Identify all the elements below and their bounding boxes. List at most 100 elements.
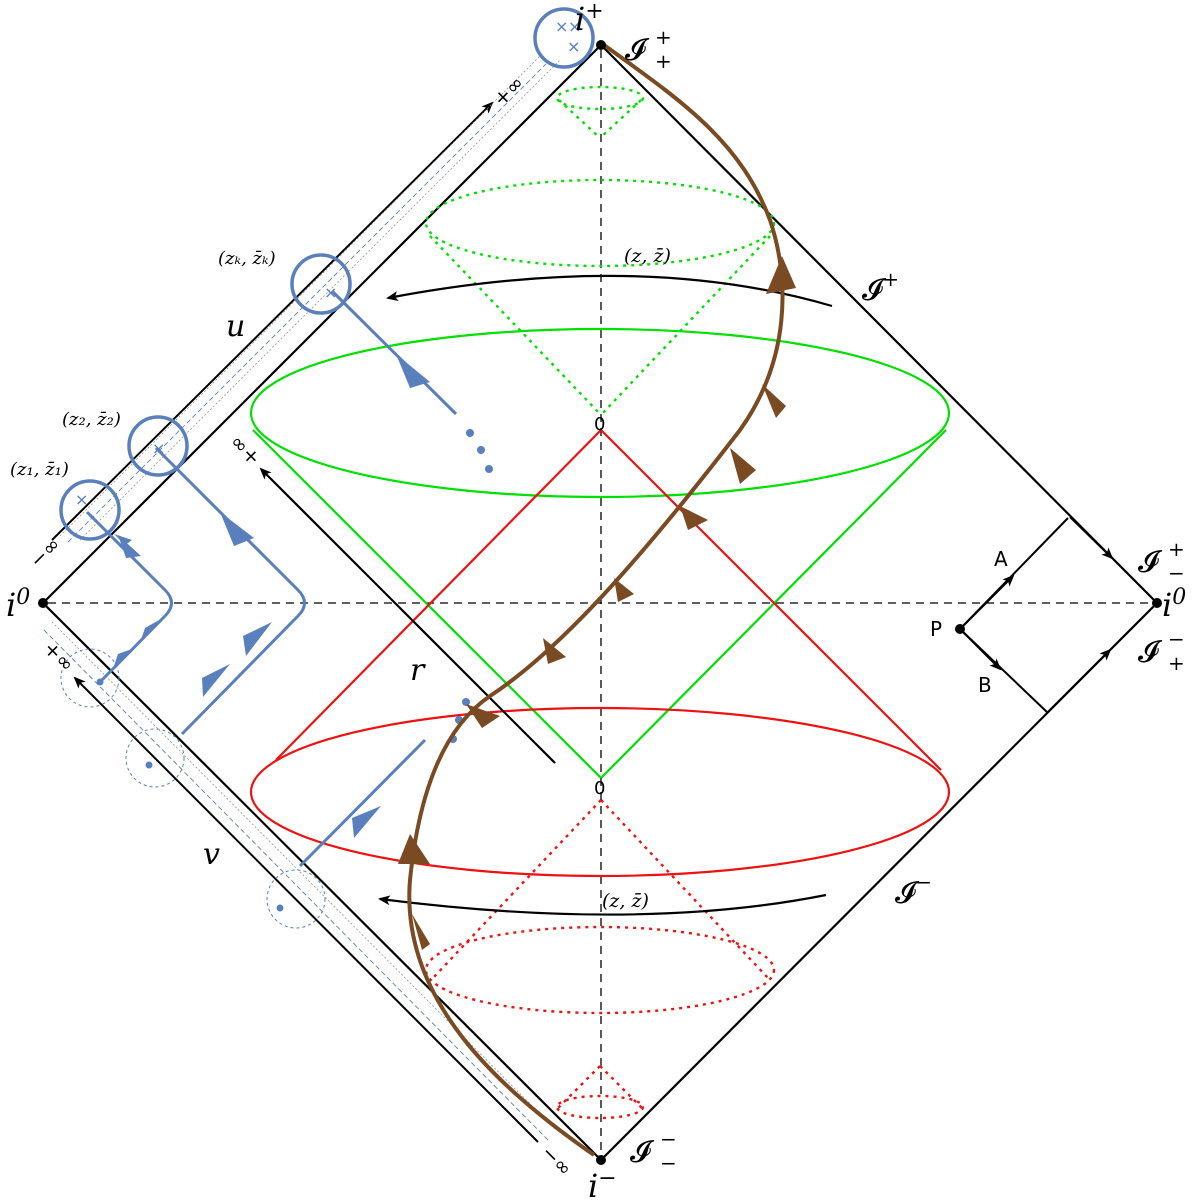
outgoing-crosses: × × × × × × [75, 17, 581, 509]
v-axis-arrow [43, 621, 557, 1143]
label-v: v [203, 837, 220, 872]
past-dotted-left [432, 799, 602, 979]
scri-plus-minus-arrow [1069, 516, 1114, 560]
svg-text:×: × [567, 37, 580, 56]
dot-k-1 [466, 429, 474, 437]
future-cone-dotted [424, 85, 776, 416]
past-light-cone [249, 429, 951, 1120]
label-plus-inf-top: +∞ [488, 71, 529, 112]
label-P: P [930, 617, 942, 641]
circle-in-1 [60, 648, 120, 708]
u-axis-arrow [51, 55, 561, 543]
label-plus-inf-left: +∞ [39, 636, 80, 677]
i0-right-dot [1152, 598, 1162, 608]
future-cone-left-edge [252, 429, 602, 779]
past-dotted-ellipse-small [555, 1094, 645, 1120]
future-cone-ellipse [249, 327, 951, 499]
label-z-zbar-top: (z, z̄) [624, 245, 671, 267]
worldline-path [407, 43, 785, 1157]
future-dotted-left [429, 235, 602, 416]
label-i0-right: i0 [1162, 585, 1186, 624]
label-z2: (z₂, z̄₂) [62, 409, 121, 430]
point-P-dot [955, 624, 965, 634]
scri-plus-boundary [600, 44, 1158, 604]
label-scri-plus: 𝓘+ [862, 267, 899, 308]
particle-k-path [330, 289, 458, 416]
past-dotted-small-right [599, 1065, 643, 1109]
past-cone-left-edge [275, 429, 602, 761]
angular-arrows [378, 274, 833, 916]
worldline [407, 43, 785, 1157]
v-guide-2 [51, 621, 557, 1131]
p2-arrow-c [202, 664, 230, 697]
circle-z2 [127, 415, 189, 477]
u-guide-1 [67, 63, 547, 543]
scri-minus-left-boundary [42, 602, 602, 1161]
pk-arrow [396, 354, 430, 388]
label-scri-minus: 𝓘− [895, 870, 932, 911]
v-arrow-line [73, 676, 539, 1143]
future-dotted-right [600, 235, 771, 416]
label-i0-left: i0 [6, 585, 30, 624]
u-guide-2 [59, 55, 541, 537]
particle-2-path [154, 446, 306, 736]
incoming-circles [60, 648, 326, 929]
radial-arrow [259, 467, 556, 764]
svg-text:×: × [75, 490, 88, 509]
label-z-zbar-bottom: (z, z̄) [602, 890, 649, 912]
particle-trajectories [85, 289, 458, 868]
worldline-arrowheads [398, 256, 796, 950]
scri-plus-left-boundary [42, 44, 602, 604]
circle-z1 [59, 479, 121, 541]
svg-text:×: × [555, 17, 568, 36]
dot-p1 [96, 678, 104, 686]
future-light-cone [249, 85, 951, 779]
label-i-minus: i− [588, 1166, 617, 1203]
future-dotted-ellipse-small [555, 85, 645, 111]
incoming-arrow [352, 806, 381, 838]
svg-text:×: × [152, 439, 165, 458]
corner-points [38, 40, 1162, 1165]
arrow-to-B [959, 628, 1002, 671]
u-arrow-line [51, 101, 494, 541]
p1-arrow-a [114, 534, 132, 545]
outgoing-circles [59, 7, 595, 541]
future-dotted-small-right [599, 99, 642, 139]
label-scri-minus-plus: 𝓘−+ [1138, 627, 1185, 675]
scri-minus-plus-arrow [1047, 648, 1112, 713]
p2-arrow-a [220, 512, 254, 546]
label-scri-minus-minus: 𝓘−− [630, 1127, 677, 1175]
angular-arrow-bottom [378, 893, 827, 916]
label-i-plus: i+ [575, 0, 604, 38]
circle-zk [290, 253, 352, 315]
past-cone-ellipse [249, 706, 951, 878]
label-B: B [978, 673, 992, 697]
angular-arrow-top [386, 274, 833, 308]
i-minus-dot [596, 1155, 606, 1165]
particle-1-path [85, 510, 173, 684]
p1-arrow-b [118, 535, 141, 558]
past-dotted-small-left [557, 1065, 601, 1109]
label-scri-plus-plus: 𝓘++ [625, 25, 672, 73]
circle-in-2 [125, 728, 185, 788]
particle-arrowheads [114, 354, 430, 838]
circle-in-3 [266, 869, 326, 929]
p1-arrow-d [114, 649, 132, 666]
axes [48, 50, 1152, 1155]
past-dotted-right [600, 799, 769, 979]
label-z1: (z₁, z̄₁) [10, 459, 69, 480]
circle-top [533, 7, 595, 69]
label-u: u [226, 309, 245, 344]
label-scri-plus-minus: 𝓘+− [1138, 537, 1185, 585]
dot-in-1 [462, 698, 470, 706]
svg-text:×: × [568, 17, 581, 36]
label-zero-bottom: 0 [594, 778, 605, 799]
label-zero-top: 0 [594, 414, 605, 435]
right-construction [959, 516, 1114, 714]
label-minus-inf-left: −∞ [24, 532, 65, 573]
label-A: A [994, 547, 1008, 571]
i-plus-dot [596, 40, 606, 50]
dot-p2 [145, 761, 153, 769]
dot-k-3 [485, 465, 493, 473]
future-dotted-ellipse-large [424, 178, 776, 268]
